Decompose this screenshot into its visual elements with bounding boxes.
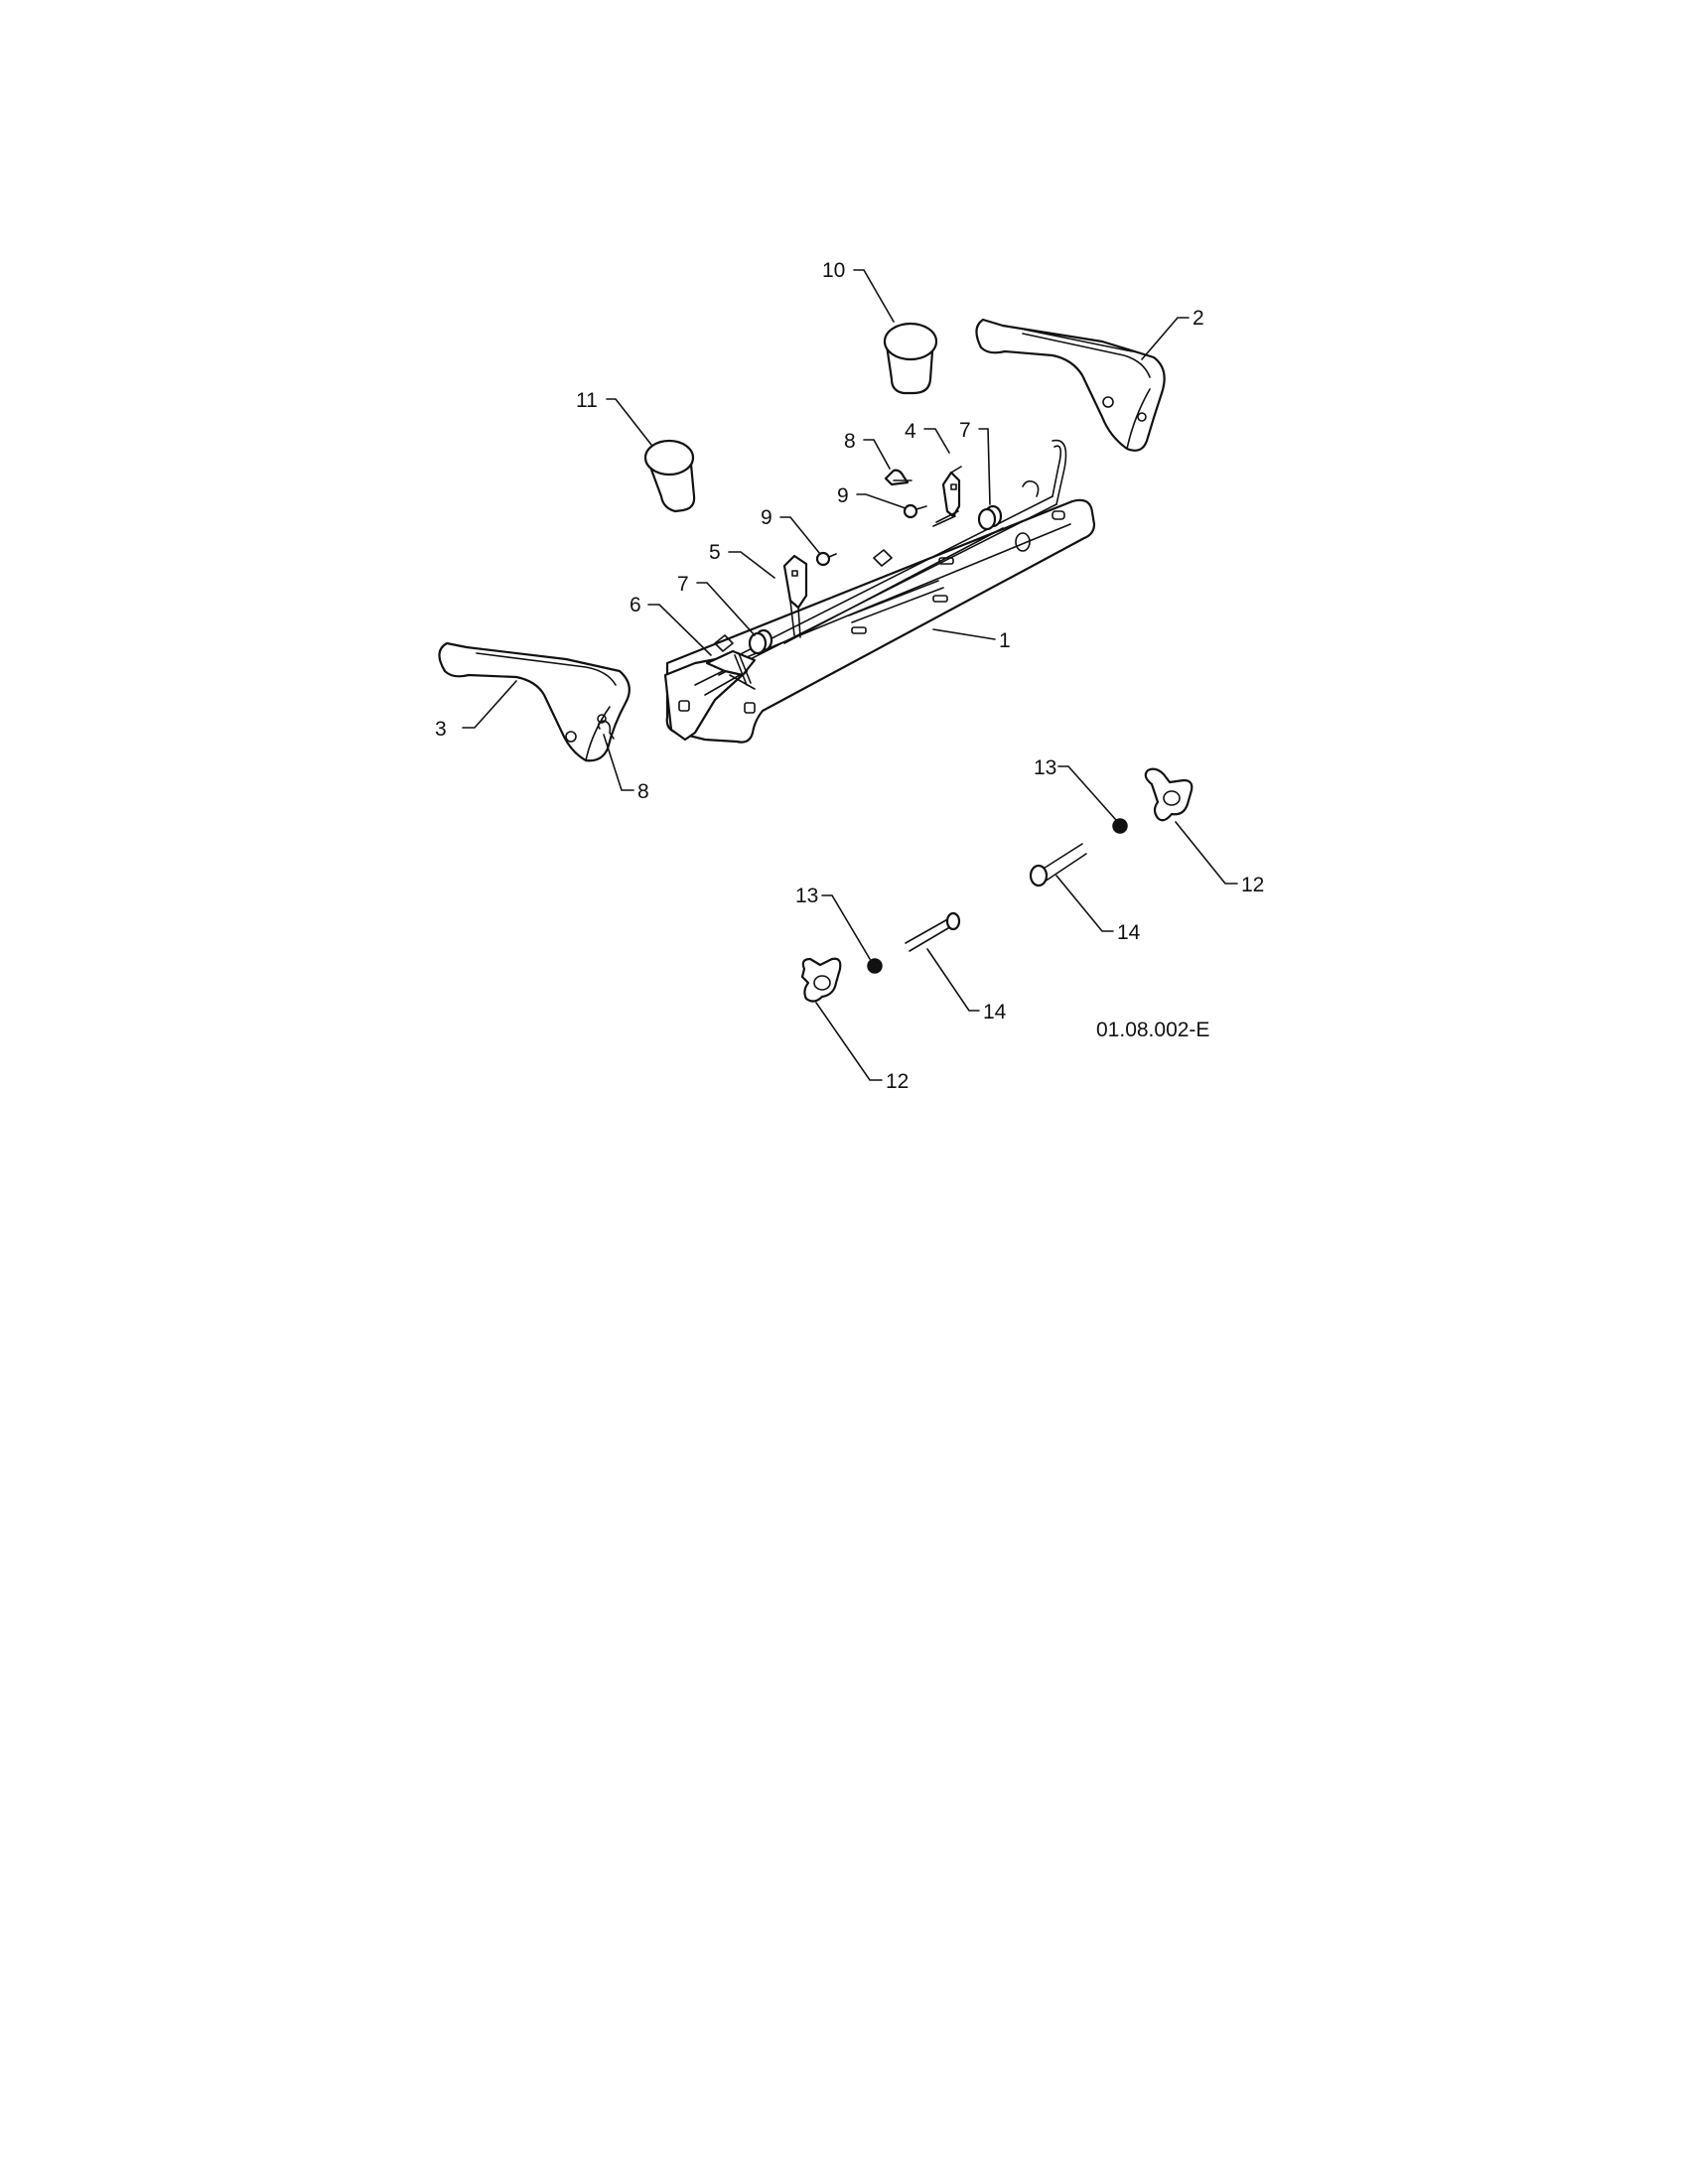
callout-12-lower: 12	[886, 1070, 909, 1093]
knob-10	[883, 322, 938, 395]
star-knob-12-upper	[1144, 767, 1193, 822]
handle-2	[975, 318, 1166, 452]
bushing-7-right	[977, 504, 1003, 531]
star-knob-12-lower	[800, 957, 842, 1003]
callout-7-left: 7	[677, 573, 689, 596]
callout-7-right: 7	[959, 419, 971, 442]
screw-9-upper	[903, 503, 927, 519]
callout-6: 6	[630, 594, 641, 616]
nut-13-upper	[1112, 818, 1128, 834]
knob-11	[643, 439, 696, 513]
callout-4: 4	[905, 420, 916, 443]
callout-8-upper: 8	[844, 430, 856, 453]
bolt-14-upper	[1029, 843, 1087, 887]
callout-9-upper: 9	[837, 484, 849, 507]
shaft-ring	[1022, 479, 1040, 497]
callout-2: 2	[1193, 307, 1204, 330]
bushing-7-left	[748, 628, 773, 655]
callout-11: 11	[576, 389, 598, 412]
clip-8-upper	[884, 469, 912, 486]
spring-lever-6	[705, 649, 757, 690]
callout-9-lower: 9	[761, 506, 772, 529]
callout-12-upper: 12	[1241, 874, 1264, 896]
screw-9-lower	[815, 551, 837, 567]
figure-id: 01.08.002-E	[1096, 1019, 1209, 1041]
callout-14-upper: 14	[1117, 921, 1141, 944]
nut-13-lower	[867, 958, 883, 974]
main-bracket-part	[665, 498, 1096, 744]
shaft-clip	[714, 634, 734, 652]
lever-bracket-4	[932, 466, 962, 527]
leader-lines	[462, 269, 1238, 1081]
bolt-14-lower	[905, 911, 961, 952]
clip-8-lower	[597, 720, 615, 740]
shaft-clip	[873, 549, 893, 567]
callout-10: 10	[822, 259, 845, 282]
callout-13-lower: 13	[795, 885, 818, 907]
callout-13-upper: 13	[1034, 756, 1056, 779]
callout-5: 5	[709, 541, 721, 564]
handle-3	[438, 641, 631, 762]
callout-8-lower: 8	[637, 780, 649, 803]
callout-3: 3	[435, 718, 447, 741]
lever-bracket-5	[782, 554, 808, 638]
callout-14-lower: 14	[983, 1001, 1007, 1024]
callout-1: 1	[999, 629, 1011, 652]
